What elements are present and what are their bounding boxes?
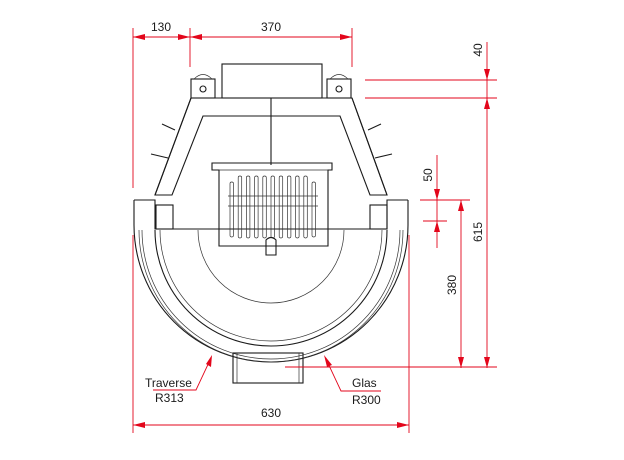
label-glas-radius: R300 [352,393,381,407]
door-arcs [133,224,409,363]
grate-bar [237,175,243,239]
callouts: Traverse R313 Glas R300 [145,355,381,407]
grate-bar [295,175,300,239]
grate-bar [229,181,234,238]
grate [211,162,333,256]
grate-bar [246,175,251,239]
hinge-left [190,74,216,99]
ash-handle [265,236,277,256]
dimensions: 130 370 40 615 50 380 630 [132,20,497,433]
flue-collar [221,63,323,99]
side-fins [150,123,393,159]
hearth-floor [197,229,345,304]
dim-380: 380 [445,275,459,295]
grate-bar [254,175,259,239]
grate-bar [303,175,308,239]
label-traverse-radius: R313 [155,391,184,405]
grate-bar [287,175,292,239]
dim-370: 370 [261,20,281,34]
label-glas: Glas [352,376,377,390]
dim-50: 50 [421,168,435,182]
grate-bar [311,181,316,238]
base-foot [232,352,304,384]
dim-630: 630 [261,406,281,420]
label-traverse: Traverse [145,376,192,390]
grate-bar [278,175,284,239]
dim-40: 40 [471,43,485,57]
hinge-right [326,74,352,99]
fireplace-body [133,63,409,384]
dim-130: 130 [151,20,171,34]
dim-615: 615 [471,222,485,242]
grate-bar [262,175,267,239]
